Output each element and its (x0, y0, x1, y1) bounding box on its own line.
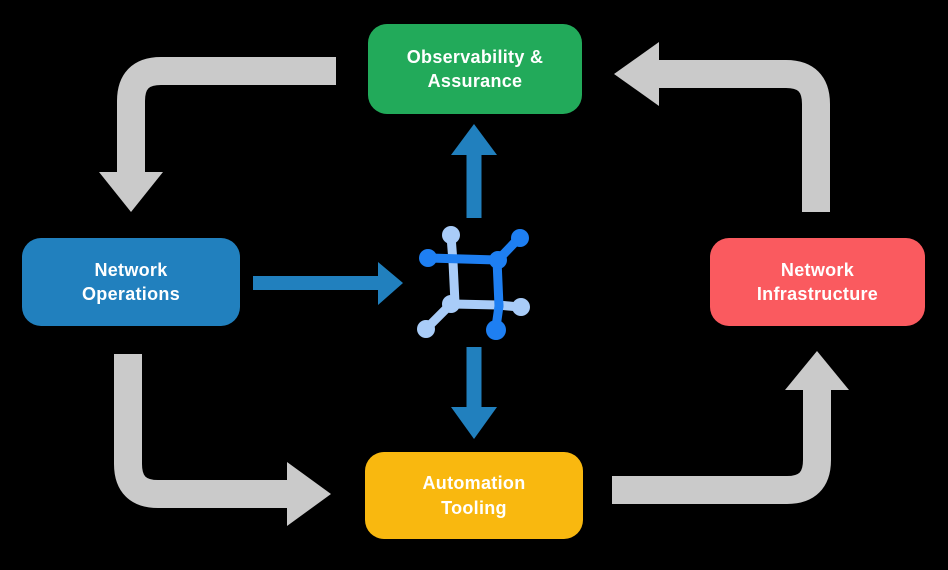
cycle-arrow-bottom-right (612, 351, 849, 504)
box-automation-tooling: Automation Tooling (365, 452, 583, 539)
network-automation-icon (417, 226, 530, 340)
box-network-infrastructure: Network Infrastructure (710, 238, 925, 326)
cycle-arrow-top-right (614, 42, 830, 212)
flow-arrow-right (253, 262, 403, 305)
box-observability-assurance: Observability & Assurance (368, 24, 582, 114)
icon-dark-nodes (419, 229, 529, 340)
icon-light-nodes (417, 226, 530, 338)
cycle-arrow-top-left (99, 57, 336, 212)
cycle-arrow-bottom-left (114, 354, 331, 526)
flow-arrow-down (451, 347, 497, 439)
box-network-operations: Network Operations (22, 238, 240, 326)
flow-arrow-up (451, 124, 497, 218)
